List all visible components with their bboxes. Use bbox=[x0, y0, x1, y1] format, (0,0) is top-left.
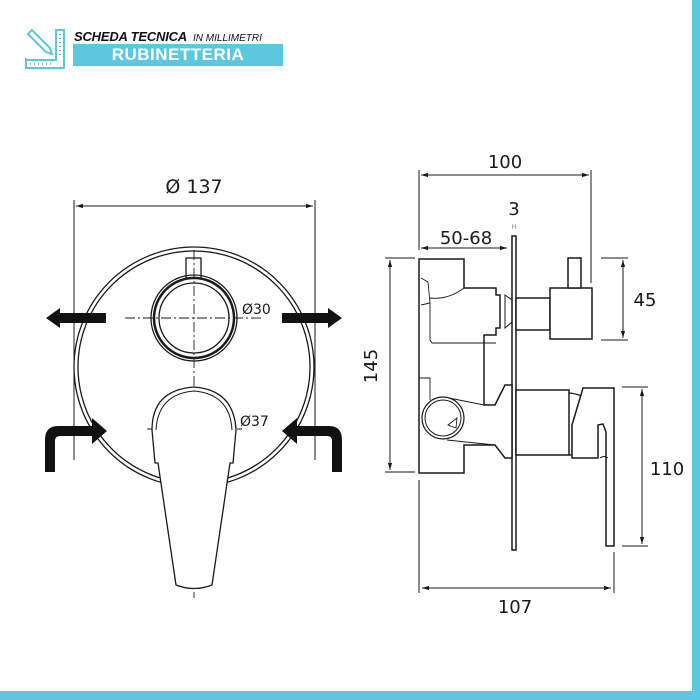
unit-note: IN MILLIMETRI bbox=[193, 33, 262, 44]
diverter-diameter-label: Ø30 bbox=[242, 302, 271, 318]
lever-diameter-label: Ø37 bbox=[240, 414, 269, 430]
side-view bbox=[385, 170, 648, 593]
overall-depth-label: 107 bbox=[498, 597, 532, 618]
diverter-height-label: 45 bbox=[634, 290, 657, 311]
total-depth-label: 100 bbox=[488, 152, 522, 173]
category-banner: RUBINETTERIA bbox=[73, 44, 283, 66]
inlet-arrow-left bbox=[45, 418, 107, 472]
wall-depth-range-label: 50-68 bbox=[440, 228, 492, 249]
lever-height-label: 110 bbox=[650, 459, 684, 480]
plate-thickness-marker: H bbox=[511, 223, 516, 231]
ruler-pencil-icon bbox=[25, 28, 65, 69]
body-height-label: 145 bbox=[361, 349, 382, 383]
plate-thickness-label: 3 bbox=[508, 199, 519, 220]
front-view bbox=[45, 200, 342, 598]
sheet-title-main: SCHEDA TECNICA bbox=[74, 29, 188, 44]
outlet-arrow-left bbox=[46, 308, 106, 328]
inlet-arrow-right bbox=[282, 418, 342, 472]
plate-diameter-label: Ø 137 bbox=[165, 176, 222, 198]
frame-border-right bbox=[692, 0, 700, 700]
flow-arrows bbox=[45, 308, 342, 472]
sheet-title: SCHEDA TECNICA IN MILLIMETRI bbox=[74, 28, 262, 46]
outlet-arrow-right bbox=[282, 308, 342, 328]
frame-border-bottom bbox=[0, 691, 700, 700]
